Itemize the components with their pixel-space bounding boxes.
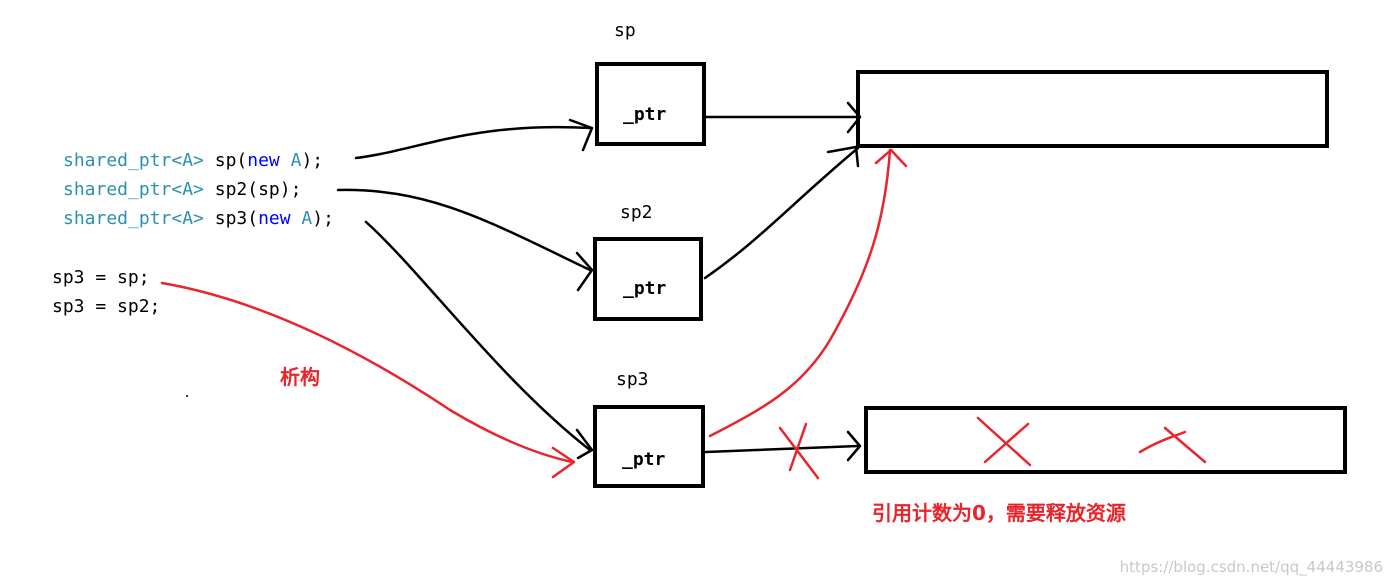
watermark: https://blog.csdn.net/qq_44443986 — [1120, 558, 1383, 577]
assign-line-1: sp3 = sp; — [52, 267, 150, 288]
destruct-arrowhead — [551, 446, 576, 479]
sp2-ptr-text: _ptr — [623, 278, 667, 299]
arrowhead-sp3 — [575, 428, 594, 460]
cross-arrow-stroke-1 — [778, 426, 820, 480]
code-line-1-a: sp( — [204, 150, 247, 171]
arrow-sp-to-box — [354, 125, 592, 160]
stray-dot — [186, 395, 188, 397]
arrowhead-sp3-object-old — [846, 430, 862, 462]
cross-arrow-stroke-2 — [788, 422, 808, 472]
code-line-2: shared_ptr<A> sp2(sp); — [63, 179, 301, 200]
code-line-3-type: shared_ptr<A> — [63, 208, 204, 229]
destruct-label: 析构 — [280, 365, 320, 389]
cross-object-1-stroke-2 — [983, 422, 1030, 464]
arrowhead-sp — [568, 118, 594, 152]
sp2-label: sp2 — [620, 202, 653, 223]
code-block: shared_ptr<A> sp(new A); shared_ptr<A> s… — [52, 150, 334, 397]
code-line-3-a: sp3( — [204, 208, 258, 229]
cross-object-2-stroke-1 — [1138, 430, 1187, 454]
sp3-box — [593, 405, 705, 488]
arrowhead-sp-object — [846, 101, 862, 134]
object-a-box — [856, 70, 1329, 148]
code-line-1-keyword: new — [247, 150, 280, 171]
destruct-arrow — [160, 281, 574, 464]
code-line-2-type: shared_ptr<A> — [63, 179, 204, 200]
code-line-1: shared_ptr<A> sp(new A); — [63, 150, 323, 171]
code-line-3: shared_ptr<A> sp3(new A); — [63, 208, 334, 229]
reassign-arrow — [708, 148, 892, 438]
code-line-1-tail: ); — [301, 150, 323, 171]
code-line-3-b: A — [291, 208, 313, 229]
sp-label: sp — [614, 20, 636, 41]
assign-line-2: sp3 = sp2; — [52, 296, 160, 317]
sp-box — [595, 62, 706, 146]
code-line-3-keyword: new — [258, 208, 291, 229]
arrowhead-sp2-object — [826, 145, 860, 168]
arrowhead-sp2 — [575, 251, 594, 292]
code-line-3-tail: ); — [312, 208, 334, 229]
arrow-sp2-to-object — [703, 146, 860, 280]
cross-object-2-stroke-2 — [1163, 426, 1207, 464]
code-line-1-b: A — [280, 150, 302, 171]
sp2-box — [593, 237, 703, 321]
arrow-sp3-to-object-old — [704, 444, 860, 454]
sp-ptr-text: _ptr — [623, 104, 667, 125]
sp3-label: sp3 — [616, 369, 649, 390]
code-line-2-a: sp2(sp); — [204, 179, 302, 200]
arrow-sp3-to-box — [364, 220, 592, 452]
sp3-ptr-text: _ptr — [622, 449, 666, 470]
reassign-arrowhead — [874, 148, 908, 168]
cross-object-1-stroke-1 — [976, 416, 1032, 467]
release-label: 引用计数为0，需要释放资源 — [872, 501, 1126, 525]
code-line-1-type: shared_ptr<A> — [63, 150, 204, 171]
object-b-box — [864, 406, 1347, 474]
arrow-sp2-to-box — [336, 188, 592, 272]
